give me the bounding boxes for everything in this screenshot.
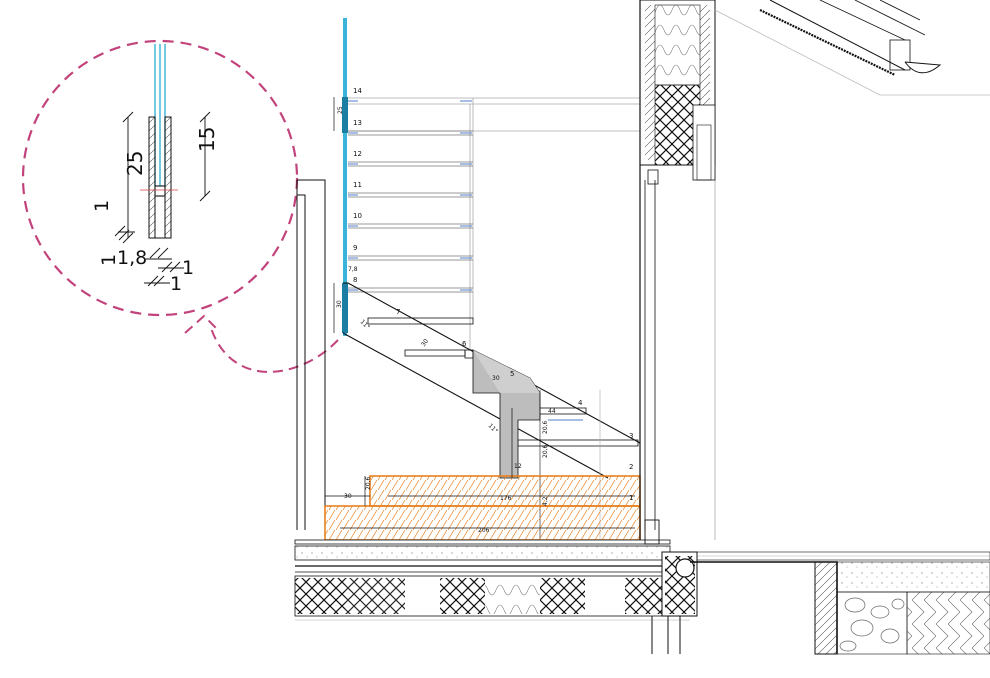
dim-44: 44 — [548, 408, 556, 415]
detail-label-25: 25 — [123, 151, 147, 176]
step-8: 8 — [353, 276, 357, 284]
detail-label-1-right: 1 — [182, 257, 194, 279]
stair-dim-labels: 25 30 7,8 30 30 44 12 20,6 20,6 20,6 4,2… — [336, 106, 556, 534]
step-11: 11 — [353, 181, 362, 189]
facade — [639, 0, 716, 545]
detail-label-1-8: 1,8 — [117, 247, 147, 269]
step-12: 12 — [353, 150, 362, 158]
glass-balustrade — [342, 18, 348, 336]
angle-2: 11° — [487, 422, 499, 434]
callout-circle-icon — [21, 39, 299, 317]
step-3: 3 — [629, 432, 633, 440]
detail-label-1-top: 1 — [91, 200, 113, 212]
dim-12: 12 — [514, 463, 522, 470]
step-6: 6 — [462, 340, 467, 348]
dim-7-8: 7,8 — [348, 266, 358, 273]
detail-label-15: 15 — [195, 127, 219, 152]
callout-arrowhead-icon — [184, 314, 221, 334]
dim-20-6-b: 20,6 — [542, 444, 549, 458]
dim-30-mid: 30 — [492, 375, 500, 382]
dim-176: 176 — [500, 495, 512, 502]
dim-4-2: 4,2 — [542, 496, 549, 506]
exterior-ground — [651, 551, 990, 655]
floor-slab — [294, 539, 691, 621]
dim-30-tread: 30 — [420, 338, 430, 348]
step-1: 1 — [629, 494, 633, 502]
step-10: 10 — [353, 212, 362, 220]
detail-label-1-left: 1 — [98, 254, 120, 266]
angle-1: 11° — [359, 318, 371, 330]
roof-eave — [714, 0, 990, 96]
step-2: 2 — [629, 463, 633, 471]
support-post-upper — [473, 350, 540, 393]
step-number-labels: 14 13 12 11 10 9 8 7 6 5 4 3 2 1 — [353, 87, 633, 502]
step-5: 5 — [510, 370, 514, 378]
detail-dim-lines — [114, 111, 211, 287]
step-9: 9 — [353, 244, 357, 252]
detail-label-1-bottom: 1 — [170, 273, 182, 295]
step-14: 14 — [353, 87, 362, 95]
stair-dim-lines — [325, 97, 635, 529]
left-wall — [296, 179, 326, 530]
gravel-pattern — [839, 597, 905, 652]
dim-30-left: 30 — [336, 300, 343, 308]
callout-arrow-icon — [209, 324, 339, 373]
blue-tread-marks — [348, 100, 583, 421]
detail-glass — [140, 44, 178, 239]
step-13: 13 — [353, 119, 362, 127]
step-7: 7 — [396, 308, 400, 316]
dim-206: 206 — [478, 527, 490, 534]
dim-30-base: 30 — [344, 493, 352, 500]
dim-25: 25 — [337, 106, 344, 114]
dim-20-6-a: 20,6 — [542, 420, 549, 434]
step-4: 4 — [578, 399, 583, 407]
wood-base — [324, 475, 641, 541]
steps-upper — [348, 130, 473, 293]
dim-20-6-c: 20,6 — [365, 476, 372, 490]
detail-callout: 25 15 1 1 1,8 1 1 — [21, 39, 339, 373]
